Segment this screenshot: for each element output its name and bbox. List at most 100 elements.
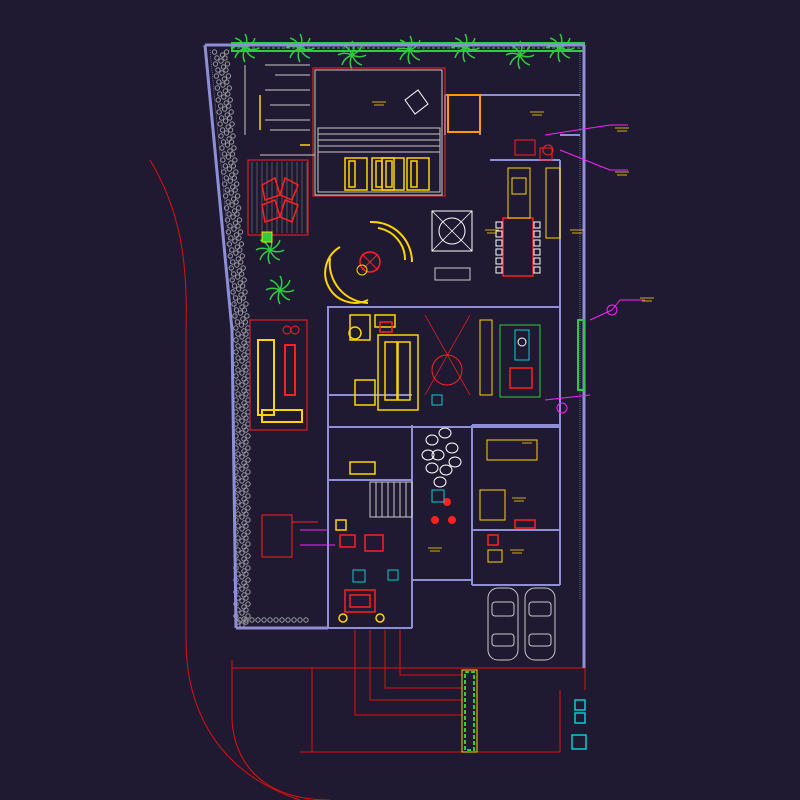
gravel-pebble <box>222 118 229 124</box>
gravel-pebble <box>239 394 245 400</box>
palm-frond <box>242 47 246 63</box>
palm-frond <box>269 279 281 291</box>
gravel-pebble <box>214 55 220 61</box>
gravel-pebble <box>235 427 241 433</box>
palm-frond <box>549 37 561 49</box>
gravel-pebble <box>219 127 226 133</box>
gravel-pebble <box>239 610 245 616</box>
gravel-pebble <box>232 157 238 163</box>
gravel-pebble <box>211 49 218 55</box>
palm-frond <box>505 52 521 56</box>
yellow-markers <box>259 95 310 146</box>
bath-fixtures <box>339 534 384 613</box>
palm-frond <box>267 249 271 265</box>
palm-frond <box>259 239 271 251</box>
dining-chair <box>533 221 541 229</box>
kitchen-table <box>509 367 533 389</box>
gravel-pebble <box>234 274 241 280</box>
gravel-strip <box>211 49 309 628</box>
gravel-pebble <box>249 617 255 623</box>
palm-frond <box>265 287 281 291</box>
drive-hedge <box>461 669 478 753</box>
gravel-pebble <box>228 190 234 196</box>
gravel-pebble <box>235 439 241 445</box>
palm-frond <box>395 47 411 51</box>
decor-stone <box>433 476 447 488</box>
gravel-pebble <box>232 295 239 301</box>
wc-top <box>514 139 554 161</box>
gravel-pebble <box>239 253 245 259</box>
palm-frond <box>549 47 561 59</box>
gravel-pebble <box>222 193 229 199</box>
palm-frond <box>519 40 523 56</box>
gravel-pebble <box>233 337 239 343</box>
gravel-pebble <box>235 223 241 229</box>
gravel-pebble <box>222 55 228 61</box>
palm-frond <box>464 47 476 59</box>
gravel-pebble <box>224 79 230 85</box>
gravel-pebble <box>229 121 235 127</box>
gravel-pebble <box>243 355 249 361</box>
gravel-pebble <box>225 73 232 79</box>
sun-deck <box>247 159 309 236</box>
gravel-pebble <box>297 617 303 623</box>
dining-chair <box>495 266 503 274</box>
palm-frond <box>289 47 301 59</box>
dining-chair <box>533 257 541 265</box>
gravel-pebble <box>239 382 245 388</box>
kitchen-counter <box>479 319 493 396</box>
decor-stone <box>445 442 459 454</box>
palm-frond <box>269 249 281 261</box>
gravel-pebble <box>221 94 227 100</box>
stair <box>369 481 413 518</box>
side-table-sq <box>261 231 273 243</box>
dining-pergola <box>431 210 473 252</box>
gravel-pebble <box>235 379 241 385</box>
gravel-pebble <box>229 202 235 208</box>
gravel-pebble <box>225 229 232 235</box>
gravel-pebble <box>239 490 245 496</box>
gravel-pebble <box>227 253 233 259</box>
grill <box>434 267 471 281</box>
hall-red-dots <box>431 498 456 524</box>
decor-stone <box>431 449 445 461</box>
dining-chair <box>533 239 541 247</box>
exterior-wall-hatch <box>209 48 581 600</box>
pool <box>314 69 443 196</box>
gravel-pebble <box>243 403 249 409</box>
palm-frond <box>409 35 413 51</box>
gravel-pebble <box>243 571 249 577</box>
gravel-pebble <box>245 505 251 511</box>
gravel-pebble <box>235 343 241 349</box>
gravel-pebble <box>234 319 241 325</box>
gravel-pebble <box>228 139 235 145</box>
sun-loungers <box>261 176 299 223</box>
gravel-pebble <box>245 517 251 523</box>
gravel-pebble <box>240 265 246 271</box>
gravel-pebble <box>231 226 237 232</box>
car-icon <box>524 587 556 661</box>
gravel-pebble <box>226 85 233 91</box>
palm-frond <box>464 47 480 51</box>
gravel-pebble <box>239 442 245 448</box>
palm-frond <box>234 47 246 59</box>
gravel-pebble <box>243 379 249 385</box>
gravel-pebble <box>239 502 245 508</box>
gravel-pebble <box>218 115 225 121</box>
gravel-pebble <box>235 286 242 292</box>
gravel-pebble <box>235 475 241 481</box>
decor-stone <box>421 449 435 461</box>
gravel-pebble <box>285 617 291 623</box>
palm-frond <box>244 47 256 59</box>
drive-hedge-fill <box>464 671 475 751</box>
gravel-pebble <box>291 617 297 623</box>
gravel-pebble <box>245 445 251 451</box>
decor-stone <box>425 462 439 474</box>
gravel-pebble <box>231 283 238 289</box>
gravel-pebble <box>228 109 234 115</box>
palm-frond <box>409 49 425 53</box>
dining-chair <box>495 239 503 247</box>
dining-chairs <box>495 221 541 274</box>
gravel-pebble <box>245 469 251 475</box>
gravel-pebble <box>243 499 249 505</box>
